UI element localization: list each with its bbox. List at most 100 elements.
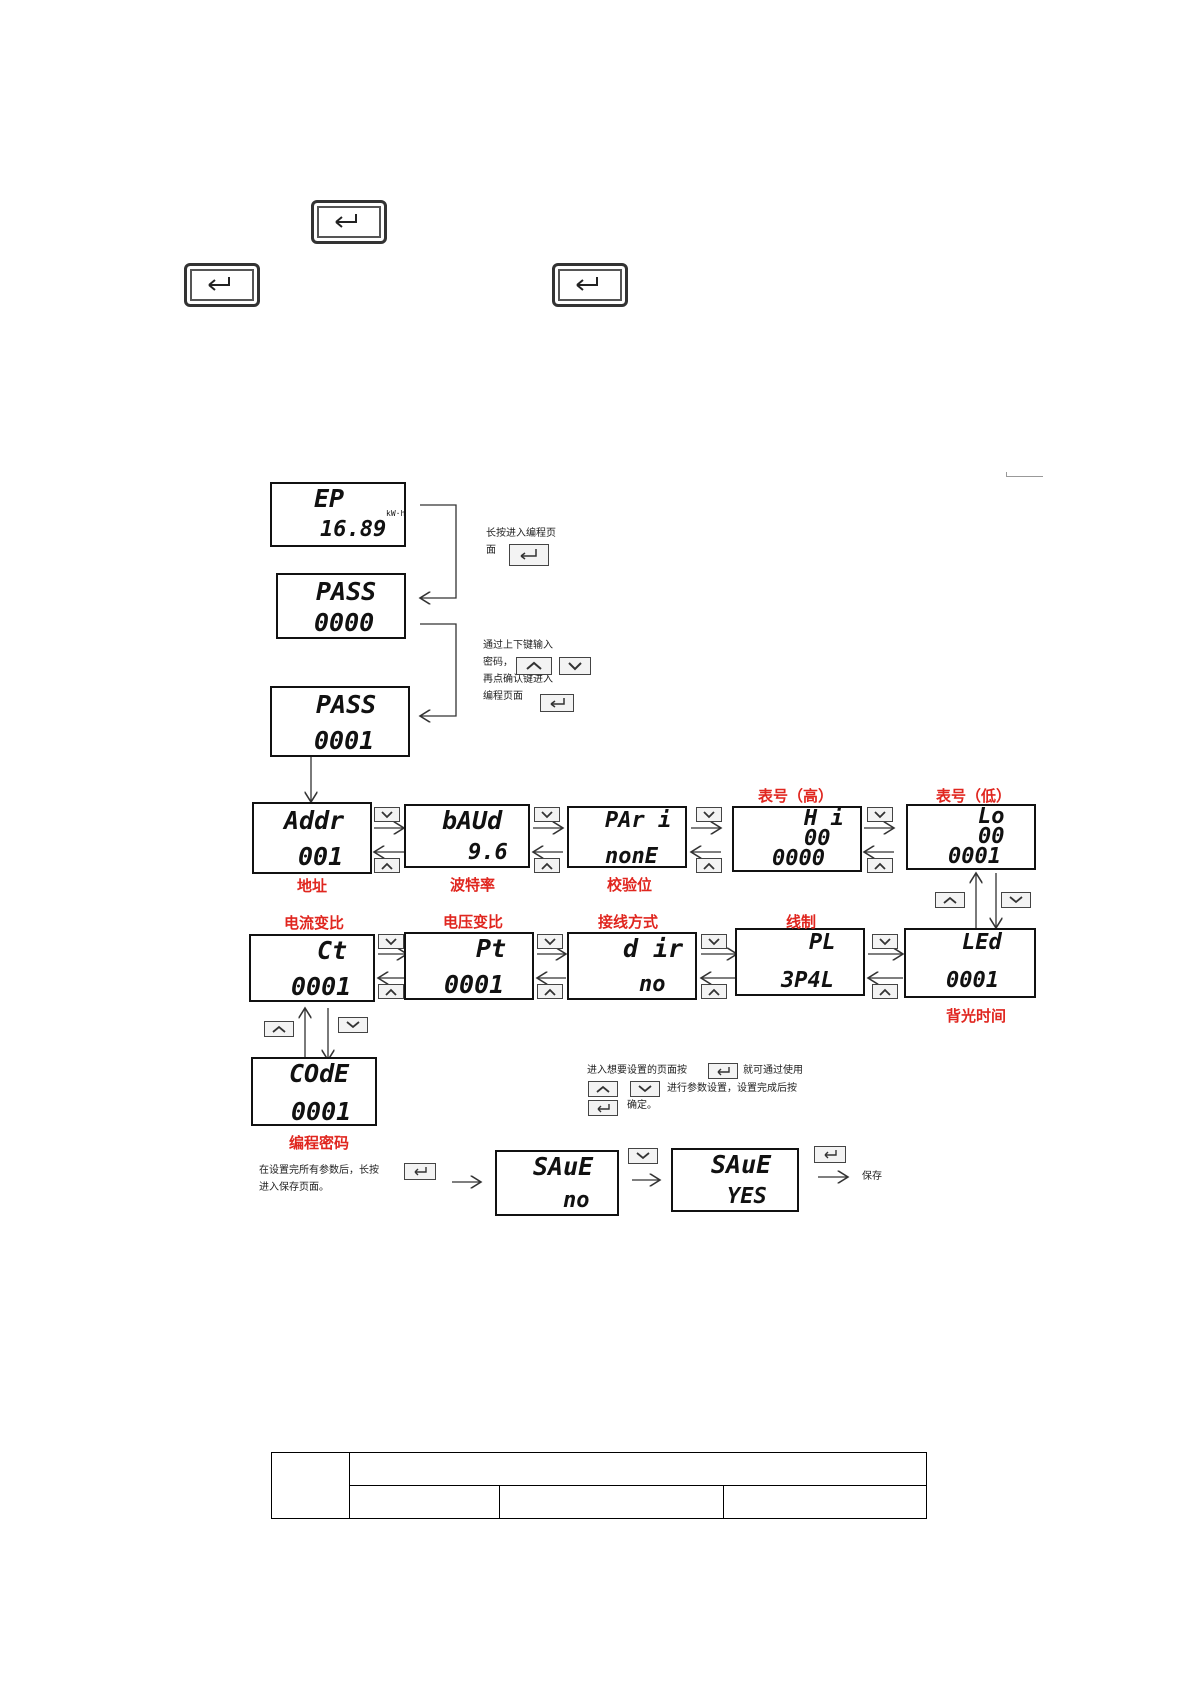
lcd-line1: Ct xyxy=(317,936,348,965)
label-program-password: 编程密码 xyxy=(289,1134,350,1152)
note-password: 通过上下键输入 密码， 再点确认键进入 编程页面 xyxy=(483,637,553,705)
lcd-line1: d ir xyxy=(623,934,684,963)
down-key-icon xyxy=(1001,892,1031,908)
lcd-backlight-time: LEd 0001 xyxy=(904,928,1036,998)
lcd-program-password: COdE 0001 xyxy=(251,1057,377,1126)
lcd-line1: PAr i xyxy=(605,808,672,833)
lcd-line2: 0001 xyxy=(291,972,352,1001)
up-key-icon xyxy=(867,858,893,873)
lcd-line2: nonE xyxy=(605,844,658,869)
lcd-line2: no xyxy=(639,972,666,997)
enter-key-icon xyxy=(540,694,574,712)
lcd-line1: Lo xyxy=(978,804,1005,829)
enter-key-icon xyxy=(404,1163,436,1180)
up-key-icon xyxy=(537,984,563,999)
label-address: 地址 xyxy=(297,877,328,895)
lcd-line1: PASS xyxy=(316,690,377,719)
note-save: 在设置完所有参数后，长按 进入保存页面。 xyxy=(259,1162,379,1196)
lcd-energy-display: EP kW·h 16.89 xyxy=(270,482,406,547)
label-parity: 校验位 xyxy=(607,876,653,894)
note-save-result: 保存 xyxy=(862,1168,882,1185)
lcd-line1: bAUd xyxy=(442,806,503,835)
unit-label: kW·h xyxy=(386,509,406,518)
enter-key-icon xyxy=(708,1063,738,1079)
note-line: 就可通过使用 xyxy=(743,1065,803,1076)
down-key-icon xyxy=(537,934,563,949)
lcd-line2: YES xyxy=(727,1184,767,1209)
empty-table xyxy=(271,1452,927,1519)
lcd-current-ratio: Ct 0001 xyxy=(249,934,375,1002)
lcd-line2: 16.89 xyxy=(320,517,387,542)
lcd-parity: PAr i nonE xyxy=(567,806,687,869)
note-settings-line3: 确定。 xyxy=(627,1097,657,1114)
lcd-voltage-ratio: Pt 0001 xyxy=(404,932,534,1000)
lcd-meter-number-high: H i 00 0000 xyxy=(732,806,862,872)
note-long-press: 长按进入编程页 面 xyxy=(486,525,556,559)
lcd-line2: 00 xyxy=(804,826,831,851)
note-line: 进入保存页面。 xyxy=(259,1182,329,1193)
lcd-line1: SAuE xyxy=(533,1152,594,1181)
label-meter-number-high: 表号（高） xyxy=(758,787,834,805)
enter-key-icon xyxy=(184,263,260,307)
up-key-icon xyxy=(872,984,898,999)
lcd-line2: 00 xyxy=(978,824,1005,849)
note-line: 通过上下键输入 xyxy=(483,640,553,651)
lcd-line1: COdE xyxy=(289,1059,350,1088)
note-settings-line2: 进行参数设置，设置完成后按 xyxy=(667,1080,797,1097)
note-line: 再点确认键进入 xyxy=(483,674,553,685)
lcd-line-system: PL 3P4L xyxy=(735,928,865,996)
lcd-line2: 0001 xyxy=(444,970,505,999)
up-key-icon xyxy=(935,892,965,908)
lcd-line2: 0001 xyxy=(314,726,375,755)
up-key-icon xyxy=(588,1081,618,1097)
note-settings: 进入想要设置的页面按 xyxy=(587,1062,687,1079)
table-row xyxy=(272,1485,927,1519)
down-key-icon xyxy=(628,1148,658,1164)
note-line: 保存 xyxy=(862,1171,882,1182)
table-cell xyxy=(271,1452,350,1519)
lcd-password-entered-display: PASS 0001 xyxy=(270,686,410,757)
note-line: 在设置完所有参数后，长按 xyxy=(259,1165,379,1176)
up-key-icon xyxy=(264,1021,294,1037)
lcd-save-no: SAuE no xyxy=(495,1150,619,1216)
label-current-ratio: 电流变比 xyxy=(284,914,345,932)
note-line: 长按进入编程页 xyxy=(486,528,556,539)
lcd-wiring-mode: d ir no xyxy=(567,932,697,1000)
label-wiring-mode: 接线方式 xyxy=(598,913,659,931)
down-key-icon xyxy=(630,1081,660,1097)
label-voltage-ratio: 电压变比 xyxy=(443,913,504,931)
label-baud-rate: 波特率 xyxy=(450,876,496,894)
lcd-line1: Pt xyxy=(476,934,507,963)
note-line: 编程页面 xyxy=(483,691,523,702)
lcd-line1: SAuE xyxy=(711,1150,772,1179)
lcd-line1: PL xyxy=(809,930,836,955)
lcd-line2: 0001 xyxy=(291,1097,352,1126)
table-cell xyxy=(723,1485,927,1519)
note-line: 面 xyxy=(486,545,496,556)
lcd-line1: EP xyxy=(314,484,345,513)
up-key-icon xyxy=(701,984,727,999)
lcd-address: Addr 001 xyxy=(252,802,372,874)
note-line: 确定。 xyxy=(627,1100,657,1111)
down-key-icon xyxy=(701,934,727,949)
lcd-line3: 0000 xyxy=(772,846,825,871)
down-key-icon xyxy=(378,934,404,949)
table-cell xyxy=(499,1485,724,1519)
note-settings-cont: 就可通过使用 xyxy=(743,1062,803,1079)
down-key-icon xyxy=(338,1017,368,1033)
lcd-line2: 3P4L xyxy=(781,968,834,993)
lcd-save-yes: SAuE YES xyxy=(671,1148,799,1212)
lcd-line3: 0001 xyxy=(948,844,1001,869)
lcd-password-display: PASS 0000 xyxy=(276,573,406,639)
lcd-line2: 0001 xyxy=(946,968,999,993)
lcd-meter-number-low: Lo 00 0001 xyxy=(906,804,1036,870)
lcd-line2: 9.6 xyxy=(468,840,508,865)
lcd-line2: 0000 xyxy=(314,608,375,637)
enter-key-icon xyxy=(814,1146,846,1163)
down-key-icon xyxy=(696,807,722,822)
table-row xyxy=(271,1452,927,1519)
enter-key-icon xyxy=(552,263,628,307)
lcd-baud-rate: bAUd 9.6 xyxy=(404,804,530,868)
lcd-line1: PASS xyxy=(316,577,377,606)
down-key-icon xyxy=(872,934,898,949)
